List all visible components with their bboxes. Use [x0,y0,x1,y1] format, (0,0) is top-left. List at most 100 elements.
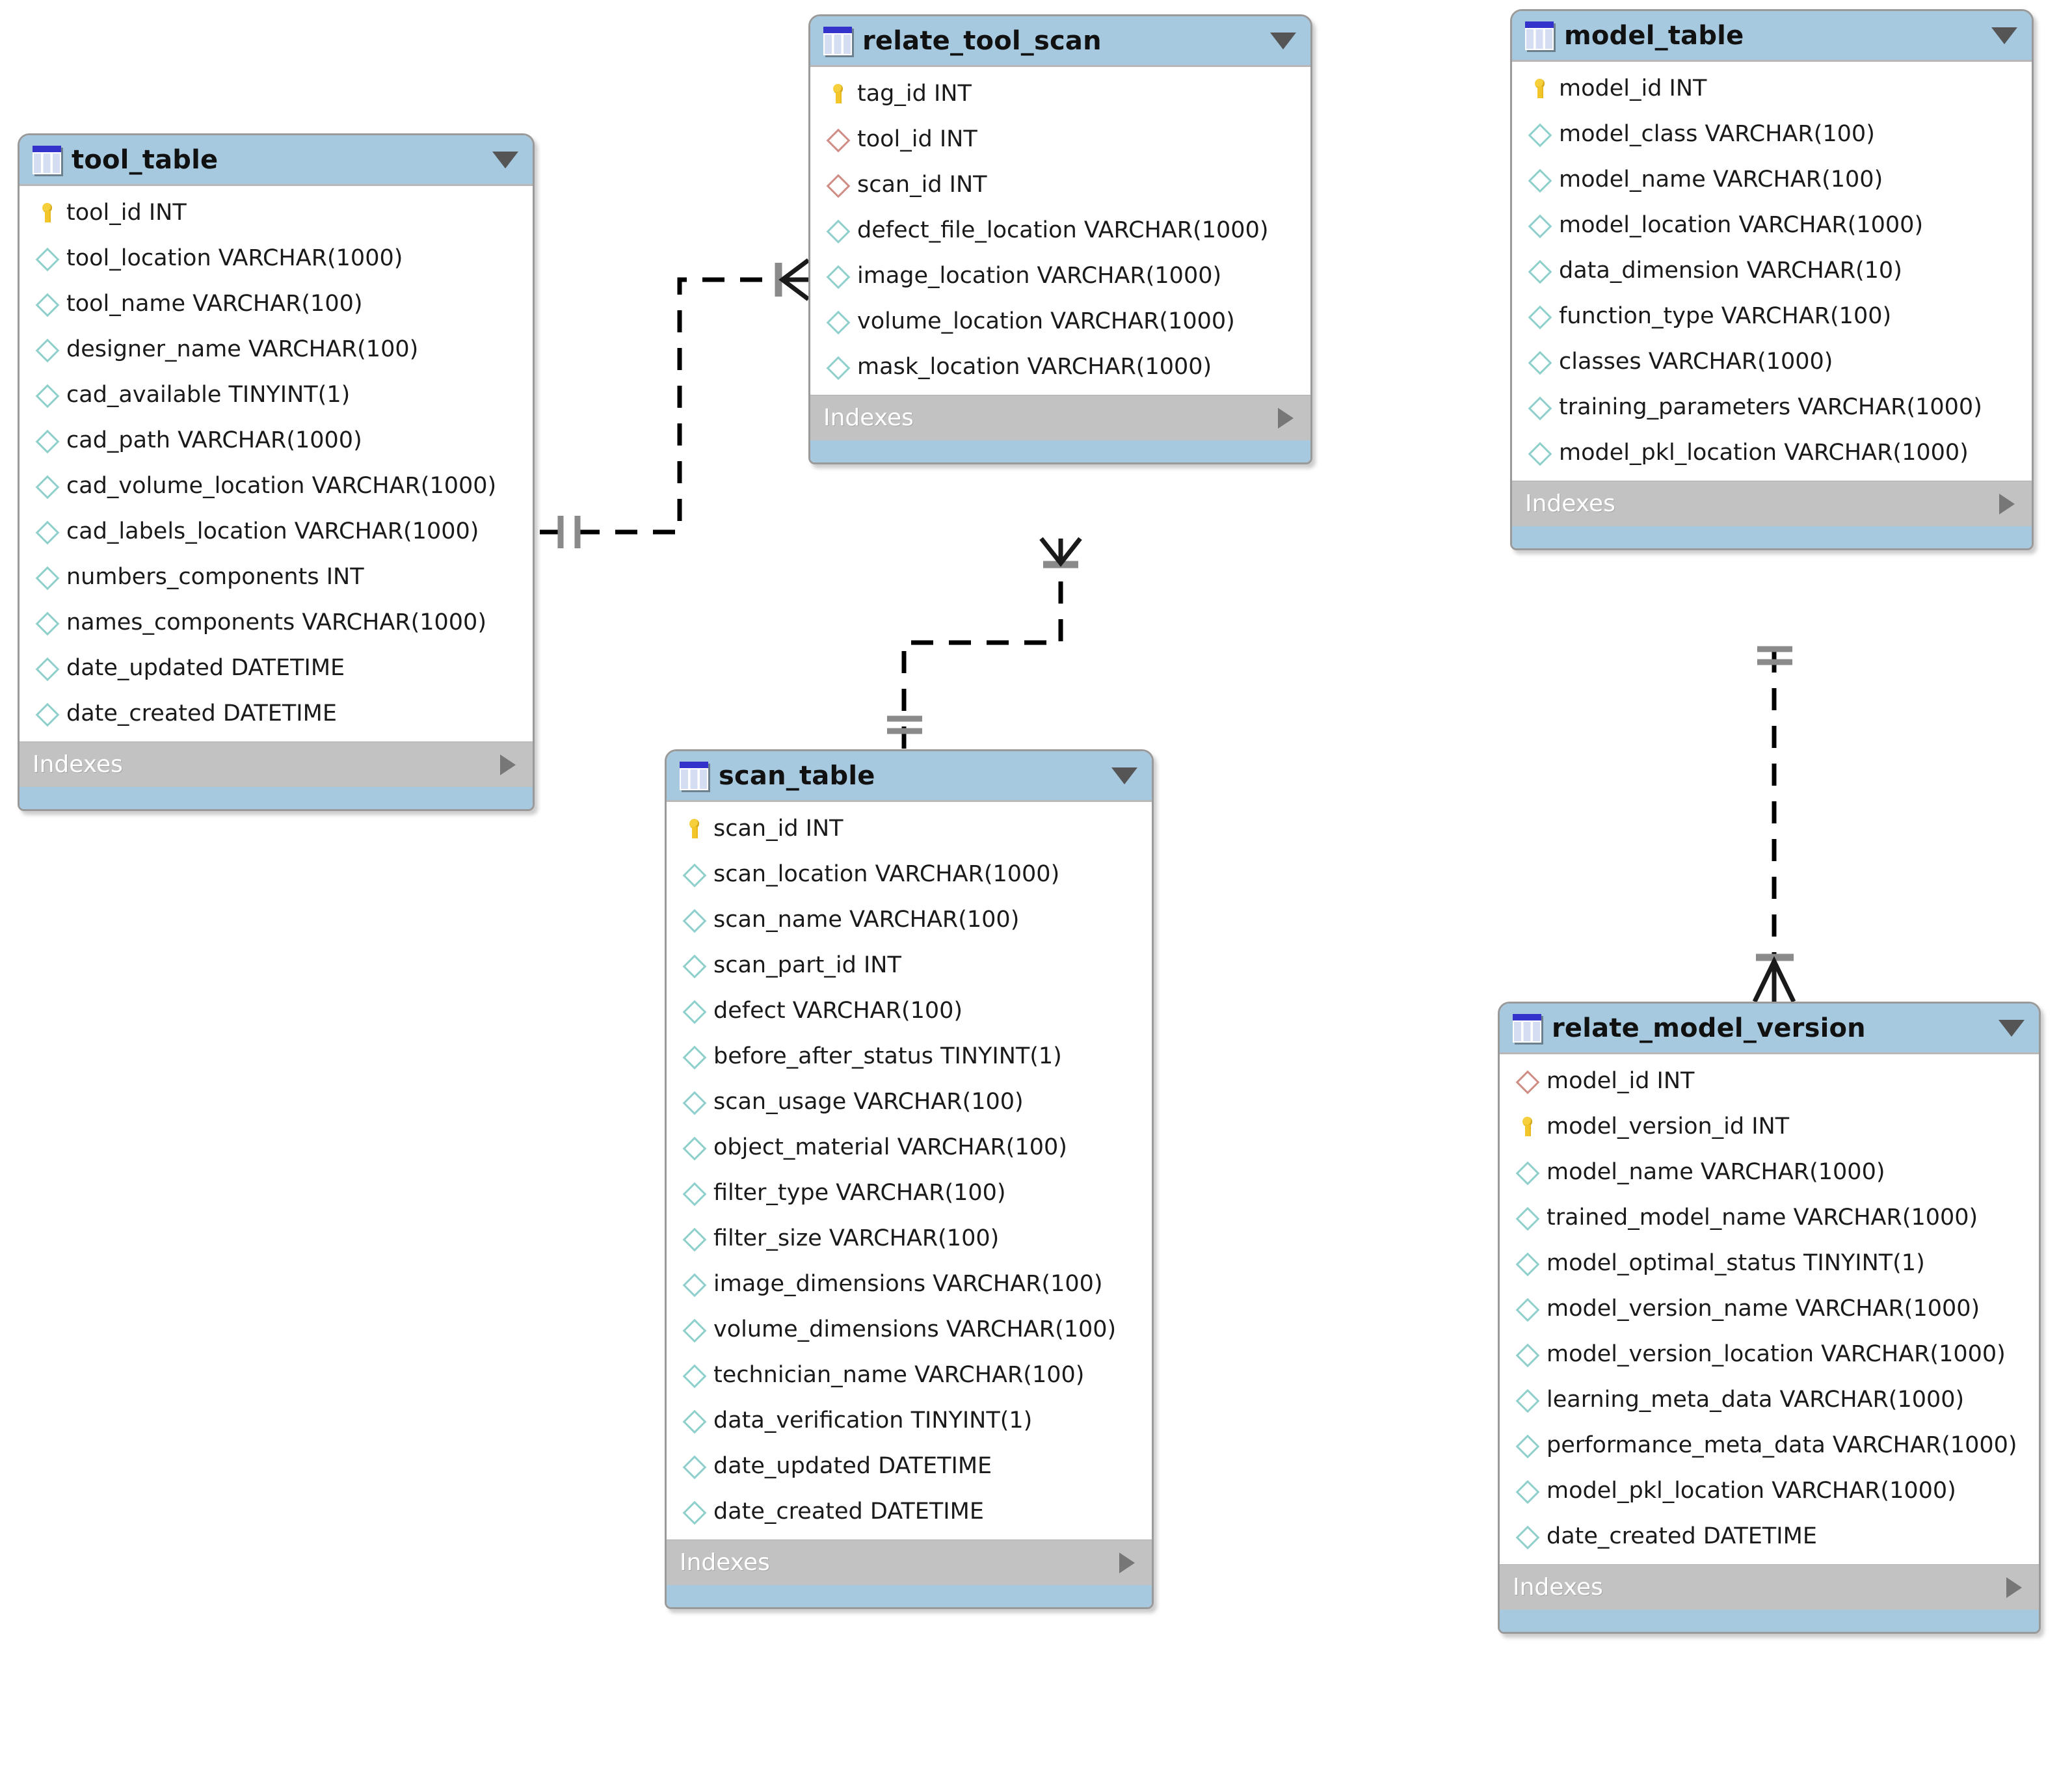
column-label: cad_available TINYINT(1) [66,381,351,408]
column-label: model_id INT [1559,75,1707,101]
table-column-row[interactable]: function_type VARCHAR(100) [1512,293,2032,339]
chevron-right-icon[interactable] [1278,407,1294,429]
table-header-relate_model_version[interactable]: relate_model_version [1500,1004,2039,1054]
table-column-row[interactable]: volume_dimensions VARCHAR(100) [667,1307,1152,1352]
table-column-row[interactable]: model_version_name VARCHAR(1000) [1500,1286,2039,1331]
table-column-row[interactable]: image_dimensions VARCHAR(100) [667,1261,1152,1307]
table-column-row[interactable]: model_optimal_status TINYINT(1) [1500,1240,2039,1286]
table-column-row[interactable]: filter_type VARCHAR(100) [667,1170,1152,1216]
table-column-row[interactable]: scan_name VARCHAR(100) [667,897,1152,942]
table-column-row[interactable]: model_id INT [1512,66,2032,111]
table-column-row[interactable]: filter_size VARCHAR(100) [667,1216,1152,1261]
table-column-row[interactable]: cad_available TINYINT(1) [20,372,533,418]
table-column-row[interactable]: data_dimension VARCHAR(10) [1512,248,2032,293]
indexes-section-relate_tool_scan[interactable]: Indexes [810,395,1310,440]
table-column-row[interactable]: trained_model_name VARCHAR(1000) [1500,1195,2039,1240]
table-column-row[interactable]: model_name VARCHAR(100) [1512,157,2032,202]
indexes-section-model_table[interactable]: Indexes [1512,481,2032,526]
chevron-down-icon[interactable] [492,151,518,168]
relationship-tool-to-relate-tool-scan[interactable] [540,258,810,548]
table-column-row[interactable]: defect VARCHAR(100) [667,988,1152,1033]
table-column-row[interactable]: tool_name VARCHAR(100) [20,281,533,327]
table-column-row[interactable]: date_created DATETIME [20,691,533,736]
column-diamond-icon [1514,1341,1540,1367]
table-column-row[interactable]: data_verification TINYINT(1) [667,1398,1152,1443]
chevron-down-icon[interactable] [1111,767,1137,784]
relationship-model-to-relate-model-version[interactable] [1752,646,1796,1003]
column-label: tool_id INT [857,126,977,152]
chevron-down-icon[interactable] [1270,32,1296,49]
table-column-row[interactable]: scan_part_id INT [667,942,1152,988]
table-column-row[interactable]: volume_location VARCHAR(1000) [810,299,1310,344]
column-label: date_updated DATETIME [713,1452,992,1479]
table-column-row[interactable]: model_pkl_location VARCHAR(1000) [1512,430,2032,475]
table-column-row[interactable]: defect_file_location VARCHAR(1000) [810,207,1310,253]
table-column-row[interactable]: date_created DATETIME [1500,1513,2039,1559]
table-column-row[interactable]: tool_location VARCHAR(1000) [20,235,533,281]
table-column-row[interactable]: classes VARCHAR(1000) [1512,339,2032,384]
table-column-row[interactable]: scan_id INT [667,806,1152,851]
table-header-tool_table[interactable]: tool_table [20,135,533,186]
table-column-row[interactable]: image_location VARCHAR(1000) [810,253,1310,299]
table-column-row[interactable]: tool_id INT [810,116,1310,162]
table-box-model_table[interactable]: model_table model_id INT model_class VARCH… [1510,9,2034,550]
table-column-row[interactable]: learning_meta_data VARCHAR(1000) [1500,1377,2039,1422]
column-label: cad_volume_location VARCHAR(1000) [66,472,497,499]
table-column-row[interactable]: date_updated DATETIME [20,645,533,691]
table-column-row[interactable]: model_class VARCHAR(100) [1512,111,2032,157]
chevron-down-icon[interactable] [1991,27,2017,44]
chevron-right-icon[interactable] [2006,1577,2022,1598]
indexes-section-relate_model_version[interactable]: Indexes [1500,1564,2039,1610]
table-icon [33,145,61,174]
table-column-row[interactable]: cad_volume_location VARCHAR(1000) [20,463,533,509]
relationship-scan-to-relate-tool-scan[interactable] [887,537,1082,749]
table-column-row[interactable]: date_created DATETIME [667,1489,1152,1534]
column-label: function_type VARCHAR(100) [1559,302,1892,329]
table-column-row[interactable]: designer_name VARCHAR(100) [20,327,533,372]
table-column-row[interactable]: performance_meta_data VARCHAR(1000) [1500,1422,2039,1468]
table-column-row[interactable]: object_material VARCHAR(100) [667,1125,1152,1170]
table-column-row[interactable]: numbers_components INT [20,554,533,600]
table-header-scan_table[interactable]: scan_table [667,751,1152,802]
table-column-row[interactable]: scan_location VARCHAR(1000) [667,851,1152,897]
chevron-right-icon[interactable] [1119,1552,1135,1573]
table-column-row[interactable]: mask_location VARCHAR(1000) [810,344,1310,390]
table-column-row[interactable]: tag_id INT [810,71,1310,116]
column-diamond-icon [34,291,60,317]
chevron-down-icon[interactable] [1999,1019,2025,1037]
table-column-row[interactable]: cad_labels_location VARCHAR(1000) [20,509,533,554]
table-column-row[interactable]: cad_path VARCHAR(1000) [20,418,533,463]
table-column-row[interactable]: model_version_location VARCHAR(1000) [1500,1331,2039,1377]
table-column-row[interactable]: model_name VARCHAR(1000) [1500,1149,2039,1195]
table-column-row[interactable]: training_parameters VARCHAR(1000) [1512,384,2032,430]
column-label: model_version_id INT [1547,1113,1790,1140]
table-footer-strip [1512,526,2032,548]
indexes-section-scan_table[interactable]: Indexes [667,1539,1152,1585]
column-label: defect_file_location VARCHAR(1000) [857,217,1269,243]
chevron-right-icon[interactable] [500,754,516,775]
table-column-row[interactable]: model_version_id INT [1500,1104,2039,1149]
table-header-relate_tool_scan[interactable]: relate_tool_scan [810,16,1310,67]
indexes-section-tool_table[interactable]: Indexes [20,741,533,787]
table-column-row[interactable]: model_pkl_location VARCHAR(1000) [1500,1468,2039,1513]
chevron-right-icon[interactable] [1999,493,2015,514]
table-column-row[interactable]: model_id INT [1500,1058,2039,1104]
table-column-row[interactable]: date_updated DATETIME [667,1443,1152,1489]
table-column-row[interactable]: scan_id INT [810,162,1310,207]
table-column-row[interactable]: before_after_status TINYINT(1) [667,1033,1152,1079]
table-column-row[interactable]: technician_name VARCHAR(100) [667,1352,1152,1398]
column-label: model_optimal_status TINYINT(1) [1547,1249,1925,1276]
table-header-model_table[interactable]: model_table [1512,11,2032,62]
table-column-row[interactable]: model_location VARCHAR(1000) [1512,202,2032,248]
table-column-row[interactable]: tool_id INT [20,190,533,235]
table-column-row[interactable]: names_components VARCHAR(1000) [20,600,533,645]
indexes-label: Indexes [1513,1573,1603,1601]
table-column-row[interactable]: scan_usage VARCHAR(100) [667,1079,1152,1125]
column-diamond-icon [1514,1387,1540,1413]
column-label: date_created DATETIME [1547,1523,1817,1549]
table-footer-strip [810,440,1310,462]
